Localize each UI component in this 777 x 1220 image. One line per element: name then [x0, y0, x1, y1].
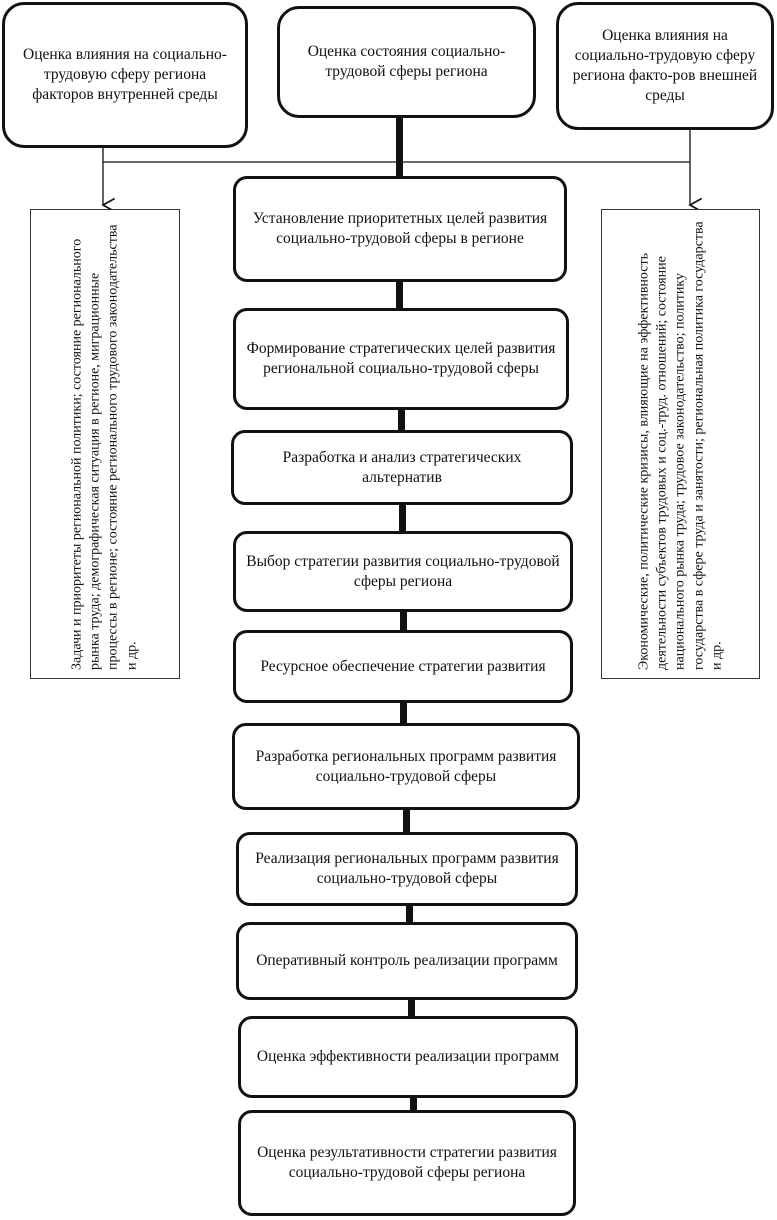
step-1-text: Установление приоритетных целей развития… — [252, 210, 548, 247]
top-box-internal: Оценка влияния на социально-трудовую сфе… — [2, 2, 248, 148]
side-box-external-factors: Экономические, политические кризисы, вли… — [601, 209, 760, 679]
center-connector-5 — [400, 703, 407, 723]
step-resource-provision: Ресурсное обеспечение стратегии развития — [233, 630, 573, 703]
center-connector-4 — [400, 612, 407, 630]
center-connector-8 — [408, 1000, 415, 1016]
side-box-internal-factors: Задачи и приоритеты региональной политик… — [30, 209, 180, 679]
step-program-implementation: Реализация региональных программ развити… — [236, 832, 578, 906]
center-connector-0 — [396, 118, 403, 176]
center-connector-2 — [398, 410, 405, 430]
top-box-internal-text: Оценка влияния на социально-трудовую сфе… — [23, 46, 227, 103]
step-6-text: Разработка региональных программ развити… — [255, 747, 557, 785]
center-connector-3 — [399, 505, 406, 531]
top-box-external: Оценка влияния на социально-трудовую сфе… — [556, 2, 774, 130]
step-alternatives: Разработка и анализ стратегических альте… — [231, 430, 573, 505]
center-connector-7 — [406, 906, 413, 922]
top-box-state-text: Оценка состояния социально-трудовой сфер… — [307, 43, 506, 80]
top-box-state: Оценка состояния социально-трудовой сфер… — [277, 6, 536, 118]
step-3-text: Разработка и анализ стратегических альте… — [282, 448, 522, 486]
step-10-text: Оценка результативности стратегии развит… — [257, 1144, 557, 1181]
center-connector-9 — [410, 1098, 417, 1110]
step-5-text: Ресурсное обеспечение стратегии развития — [260, 657, 546, 675]
step-strategy-effectiveness: Оценка результативности стратегии развит… — [238, 1110, 576, 1216]
center-connector-1 — [396, 282, 403, 308]
step-operational-control: Оперативный контроль реализации программ — [236, 922, 578, 1000]
step-7-text: Реализация региональных программ развити… — [255, 850, 559, 887]
step-strategy-choice: Выбор стратегии развития социально-трудо… — [233, 531, 573, 612]
step-program-development: Разработка региональных программ развити… — [232, 723, 580, 810]
step-4-text: Выбор стратегии развития социально-трудо… — [246, 552, 560, 590]
step-8-text: Оперативный контроль реализации программ — [256, 952, 558, 970]
center-connector-6 — [403, 810, 410, 832]
step-2-text: Формирование стратегических целей развит… — [246, 340, 556, 377]
step-strategic-goals: Формирование стратегических целей развит… — [233, 308, 569, 410]
step-efficiency-evaluation: Оценка эффективности реализации программ — [238, 1016, 578, 1098]
step-priority-goals: Установление приоритетных целей развития… — [233, 176, 567, 282]
top-box-external-text: Оценка влияния на социально-трудовую сфе… — [572, 27, 758, 104]
side-box-internal-factors-text: Задачи и приоритеты региональной политик… — [69, 224, 140, 670]
step-9-text: Оценка эффективности реализации программ — [256, 1048, 560, 1066]
side-box-external-factors-text: Экономические, политические кризисы, вли… — [636, 221, 724, 670]
